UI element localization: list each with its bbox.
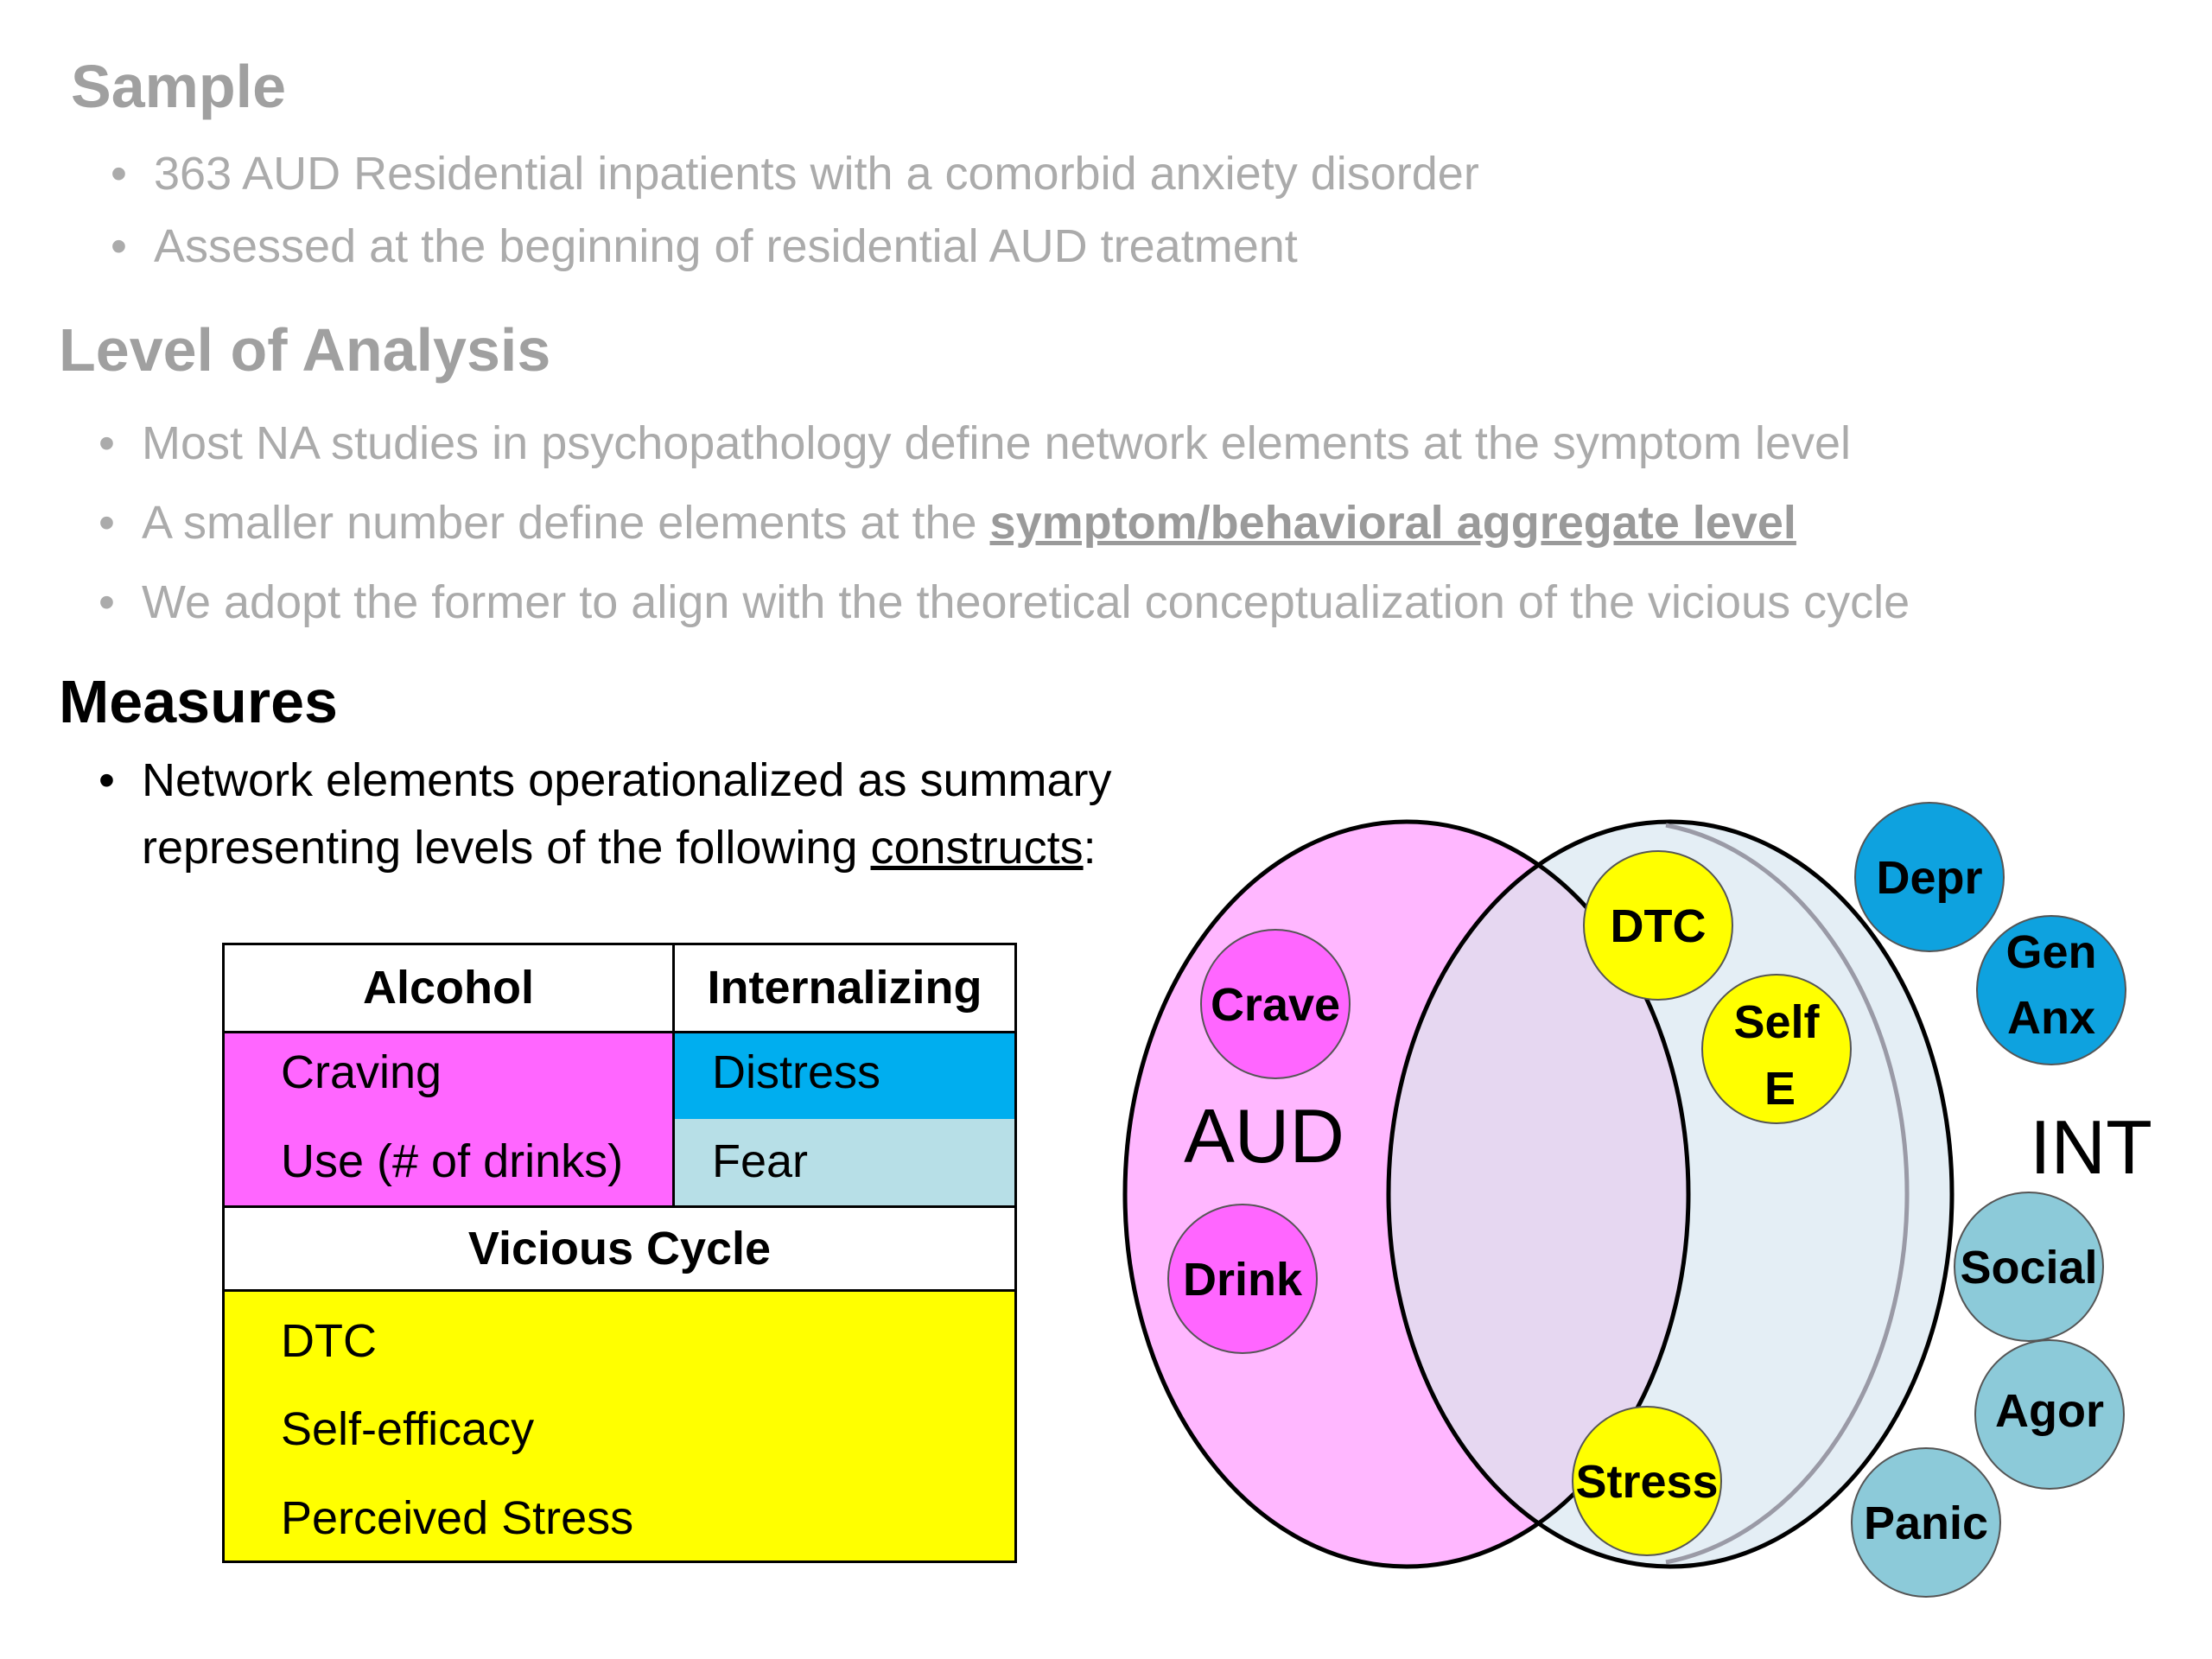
int-circle-outline — [1386, 819, 1955, 1569]
aud-label: AUD — [1184, 1093, 1344, 1179]
sample-heading: Sample — [71, 53, 286, 120]
node-panic: Panic — [1851, 1447, 2001, 1598]
distress-cell — [672, 1031, 1017, 1119]
node-dtc: DTC — [1583, 850, 1733, 1001]
internalizing-item-fear: Fear — [712, 1135, 809, 1187]
bullet-dot: • — [111, 220, 127, 272]
bullet-text: Network elements operationalized as summ… — [142, 754, 1262, 806]
bullet-text: 363 AUD Residential inpatients with a co… — [154, 148, 1479, 200]
svg-text:Depr: Depr — [1876, 852, 1982, 904]
bullet-dot: • — [99, 754, 115, 806]
colon-text: : — [1083, 822, 1096, 874]
node-self-efficacy: Self E — [1701, 974, 1852, 1124]
level-bullet-2: • A smaller number define elements at th… — [99, 496, 1796, 550]
vicious-cycle-block — [222, 1289, 1017, 1563]
bullet-dot: • — [99, 417, 115, 469]
alcohol-item-craving: Craving — [281, 1046, 442, 1098]
svg-text:Gen: Gen — [2005, 926, 2096, 978]
measures-bullet: • Network elements operationalized as su… — [99, 753, 1262, 807]
bullet-dot: • — [99, 497, 115, 549]
node-gen-anx: Gen Anx — [1976, 915, 2126, 1065]
bullet-text: A smaller number define elements at the — [142, 497, 990, 549]
vicious-item-perceived-stress: Perceived Stress — [281, 1492, 634, 1544]
overlap-region — [1389, 822, 1688, 1567]
node-depr: Depr — [1854, 802, 2005, 952]
aud-arc-inside — [1665, 823, 1910, 1565]
node-stress: Stress — [1572, 1406, 1722, 1556]
aggregate-level-link[interactable]: symptom/behavioral aggregate level — [989, 497, 1796, 549]
level-bullet-1: • Most NA studies in psychopathology def… — [99, 416, 1852, 470]
bullet-text: Most NA studies in psychopathology defin… — [142, 417, 1852, 469]
measures-heading: Measures — [59, 668, 338, 735]
aud-circle-outline — [1122, 819, 1691, 1569]
bullet-dot: • — [99, 576, 115, 628]
bullet-text: Assessed at the beginning of residential… — [154, 220, 1298, 272]
svg-text:Agor: Agor — [1995, 1385, 2104, 1437]
svg-text:E: E — [1764, 1063, 1796, 1115]
constructs-table: Alcohol Internalizing Craving Use (# of … — [222, 943, 1017, 1563]
level-heading: Level of Analysis — [59, 316, 551, 384]
svg-text:Drink: Drink — [1183, 1254, 1303, 1306]
svg-text:DTC: DTC — [1611, 900, 1707, 952]
svg-text:Social: Social — [1960, 1242, 2097, 1294]
measures-bullet-cont: representing levels of the following con… — [142, 821, 1096, 874]
svg-text:Stress: Stress — [1575, 1456, 1718, 1508]
internalizing-item-distress: Distress — [712, 1046, 881, 1098]
bullet-dot: • — [111, 148, 127, 200]
fear-cell — [672, 1119, 1017, 1208]
bullet-text: We adopt the former to align with the th… — [142, 576, 1910, 628]
vicious-item-dtc: DTC — [281, 1315, 377, 1367]
vicious-item-self-efficacy: Self-efficacy — [281, 1403, 535, 1455]
constructs-text: constructs — [870, 822, 1084, 874]
bullet-text: representing levels of the following — [142, 822, 871, 874]
node-drink: Drink — [1167, 1204, 1318, 1354]
node-social: Social — [1954, 1192, 2104, 1342]
svg-text:Crave: Crave — [1211, 979, 1340, 1031]
svg-text:Anx: Anx — [2007, 992, 2095, 1044]
level-bullet-3: • We adopt the former to align with the … — [99, 575, 1910, 629]
sample-bullet-1: • 363 AUD Residential inpatients with a … — [111, 147, 1479, 200]
alcohol-header: Alcohol — [222, 943, 675, 1033]
svg-text:Self: Self — [1733, 996, 1820, 1048]
alcohol-item-use: Use (# of drinks) — [281, 1135, 624, 1187]
int-label: INT — [2030, 1104, 2152, 1190]
internalizing-header: Internalizing — [672, 943, 1017, 1033]
alcohol-block — [222, 1031, 675, 1208]
node-crave: Crave — [1200, 929, 1351, 1079]
node-agor: Agor — [1974, 1339, 2125, 1490]
svg-text:Panic: Panic — [1864, 1497, 1988, 1549]
sample-bullet-2: • Assessed at the beginning of residenti… — [111, 219, 1298, 273]
